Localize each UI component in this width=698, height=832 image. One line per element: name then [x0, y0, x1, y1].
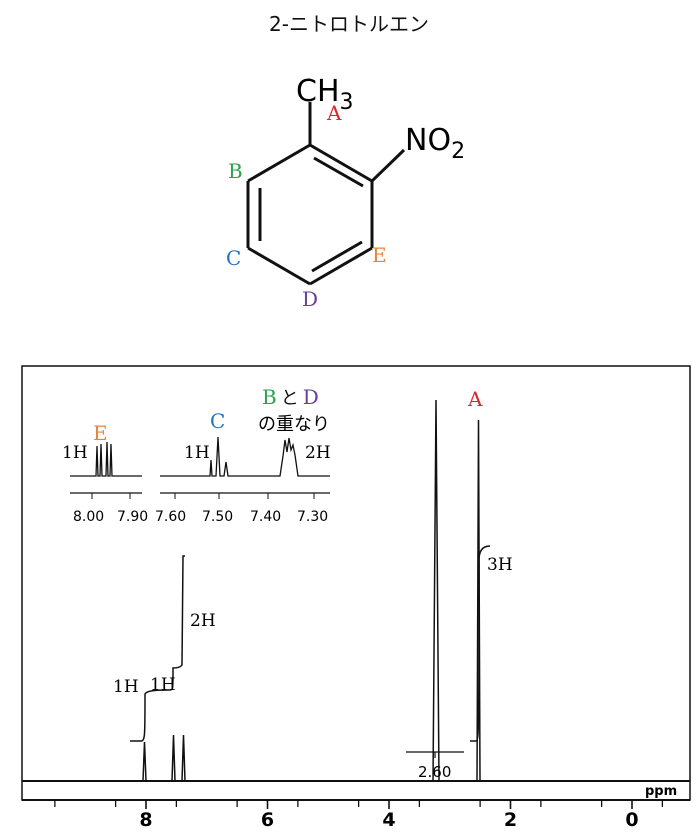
peak-bd — [180, 734, 187, 782]
integral-label-e: 1H — [113, 677, 139, 697]
x-axis-tick-labels: 8 6 4 2 0 — [139, 809, 638, 831]
bond-double-1 — [313, 156, 364, 188]
mol-label-b: B — [228, 159, 243, 183]
inset-bd-integral: 2H — [305, 443, 331, 463]
x-axis-tick-label: 4 — [382, 809, 395, 831]
x-axis-tick-label: 0 — [625, 809, 638, 831]
inset-e: E 1H 8.00 7.90 — [62, 421, 148, 525]
bond-ring-3 — [309, 246, 373, 286]
mol-label-c: C — [226, 246, 241, 270]
spectrum-frame — [21, 365, 691, 801]
expansion-tick-label: 2.60 — [418, 763, 451, 781]
methyl-label: CH3 — [296, 74, 354, 115]
x-axis-tick-label: 2 — [504, 809, 517, 831]
bond-ring-4 — [247, 246, 311, 286]
inset-cbd-tick-label-2: 7.50 — [202, 509, 233, 525]
bond-nitro — [370, 148, 406, 183]
integral-curves — [130, 545, 491, 742]
mol-label-e: E — [372, 243, 387, 267]
peak-a — [474, 419, 483, 782]
inset-e-trace — [70, 441, 142, 477]
page-title: 2-ニトロトルエン — [269, 12, 429, 36]
peak-reference — [430, 399, 442, 782]
nitro-label: NO2 — [405, 123, 465, 164]
inset-cbd-tick-label-3: 7.40 — [250, 509, 281, 525]
inset-cbd-tick-label-1: 7.60 — [155, 509, 186, 525]
inset-c-integral: 1H — [184, 443, 210, 463]
x-axis-ticks — [54, 800, 664, 809]
integral-curve-methyl — [470, 545, 491, 742]
mol-label-d: D — [302, 287, 318, 311]
inset-bd-label-line2: の重なり — [258, 414, 330, 435]
integral-label-bd: 2H — [190, 611, 216, 631]
inset-c-label: C — [210, 409, 225, 433]
integral-curve-aromatic — [130, 555, 185, 742]
molecule-structure — [246, 102, 406, 286]
bond-ring-1 — [309, 143, 373, 183]
bond-double-2 — [311, 240, 363, 273]
inset-e-tick-label-1: 8.00 — [73, 509, 104, 525]
inset-cbd-tick-label-4: 7.30 — [297, 509, 328, 525]
x-axis-unit: ppm — [645, 784, 677, 799]
peak-c — [170, 734, 177, 782]
x-axis-tick-label: 8 — [139, 809, 152, 831]
mol-label-a: A — [326, 101, 342, 125]
main-spectrum — [140, 399, 483, 782]
inset-e-tick-label-2: 7.90 — [117, 509, 148, 525]
inset-e-integral: 1H — [62, 443, 88, 463]
integral-label-c: 1H — [150, 675, 176, 695]
bond-ring-6 — [247, 143, 311, 183]
integral-label-a: 3H — [487, 555, 513, 575]
inset-cbd-trace — [160, 436, 330, 477]
peak-e — [140, 741, 149, 782]
inset-e-label: E — [93, 421, 108, 445]
x-axis-tick-label: 6 — [261, 809, 274, 831]
peak-a-label: A — [467, 387, 483, 411]
